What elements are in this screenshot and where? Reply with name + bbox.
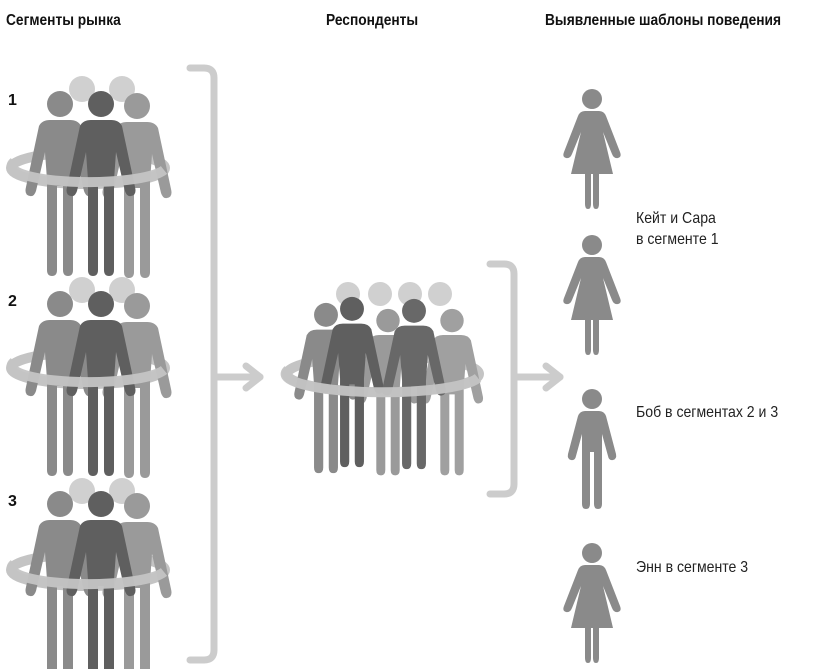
segment-2-crowd-icon [6, 277, 172, 478]
persona-sara-icon [563, 235, 621, 355]
header-respondents: Респонденты [326, 12, 419, 29]
label-kate-sara-line2: в сегменте 1 [636, 231, 719, 248]
label-kate-sara: Кейт и Сара в сегменте 1 [636, 208, 719, 250]
persona-kate-icon [563, 89, 621, 209]
respondents-bracket [486, 260, 564, 498]
segment-3-crowd-icon [6, 478, 172, 669]
respondents-crowd-icon [280, 282, 484, 476]
segment-number-1: 1 [8, 92, 17, 109]
segment-number-2: 2 [8, 293, 17, 310]
label-kate-sara-line1: Кейт и Сара [636, 210, 716, 227]
label-ann: Энн в сегменте 3 [636, 559, 749, 576]
persona-ann-icon [563, 543, 621, 663]
segment-1-crowd-icon [6, 76, 172, 278]
label-bob: Боб в сегментах 2 и 3 [636, 404, 779, 421]
segment-number-3: 3 [8, 493, 17, 510]
header-behavior-patterns: Выявленные шаблоны поведения [545, 12, 782, 29]
header-market-segments: Сегменты рынка [6, 12, 121, 29]
segments-bracket [186, 64, 264, 664]
persona-bob-icon [567, 389, 617, 509]
